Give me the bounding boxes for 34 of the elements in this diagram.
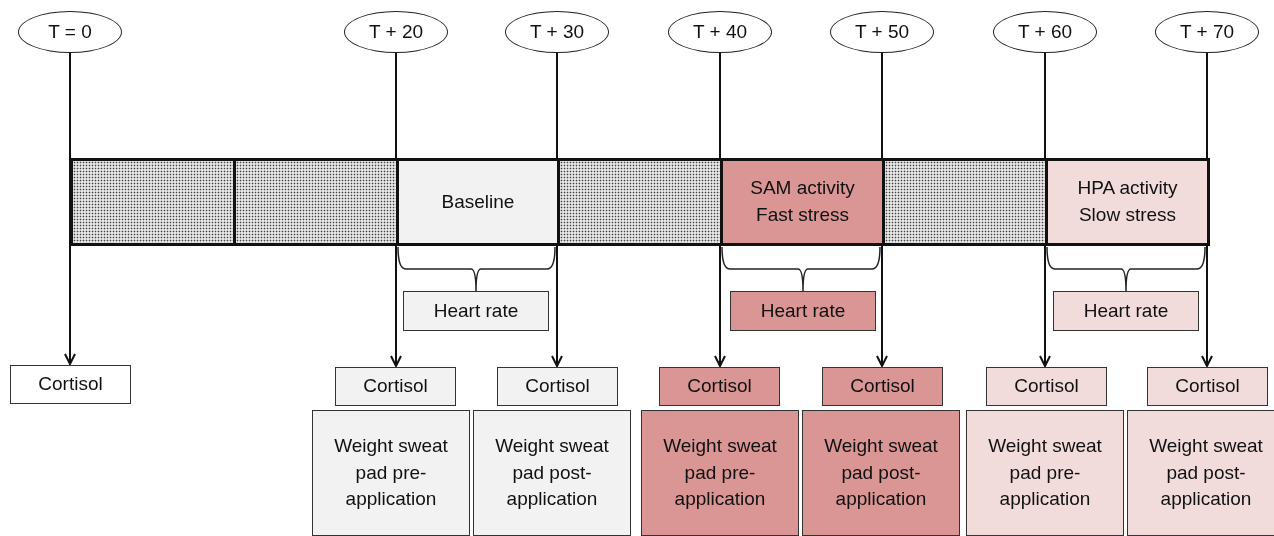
time-ellipse: T + 60: [993, 11, 1097, 53]
filler-block: [882, 158, 1048, 246]
time-ellipse: T = 0: [18, 11, 122, 53]
measure-box: Cortisol: [659, 367, 780, 406]
phase-block: HPA activity Slow stress: [1045, 158, 1210, 246]
time-ellipse: T + 30: [505, 11, 609, 53]
measure-box: Weight sweat pad post-application: [473, 410, 631, 536]
measure-box: Cortisol: [1147, 367, 1268, 406]
measure-box: Cortisol: [822, 367, 943, 406]
phase-block: Baseline: [396, 158, 560, 246]
measure-box: Heart rate: [1053, 291, 1199, 331]
measure-box: Weight sweat pad pre-application: [312, 410, 470, 536]
measure-box: Weight sweat pad pre-application: [641, 410, 799, 536]
time-ellipse: T + 20: [344, 11, 448, 53]
phase-block: SAM activity Fast stress: [720, 158, 885, 246]
measure-box: Cortisol: [986, 367, 1107, 406]
arrow: [64, 52, 76, 365]
measure-box: Weight sweat pad post-application: [802, 410, 960, 536]
bracket: [721, 246, 881, 292]
measure-box: Weight sweat pad pre-application: [966, 410, 1124, 536]
filler-block: [557, 158, 723, 246]
measure-box: Cortisol: [10, 365, 131, 404]
filler-block: [233, 158, 399, 246]
bracket: [1046, 246, 1206, 292]
time-ellipse: T + 40: [668, 11, 772, 53]
filler-block: [70, 158, 236, 246]
measure-box: Cortisol: [335, 367, 456, 406]
bracket: [397, 246, 556, 292]
time-ellipse: T + 70: [1155, 11, 1259, 53]
time-ellipse: T + 50: [830, 11, 934, 53]
measure-box: Weight sweat pad post-application: [1127, 410, 1274, 536]
measure-box: Heart rate: [403, 291, 549, 331]
measure-box: Cortisol: [497, 367, 618, 406]
measure-box: Heart rate: [730, 291, 876, 331]
